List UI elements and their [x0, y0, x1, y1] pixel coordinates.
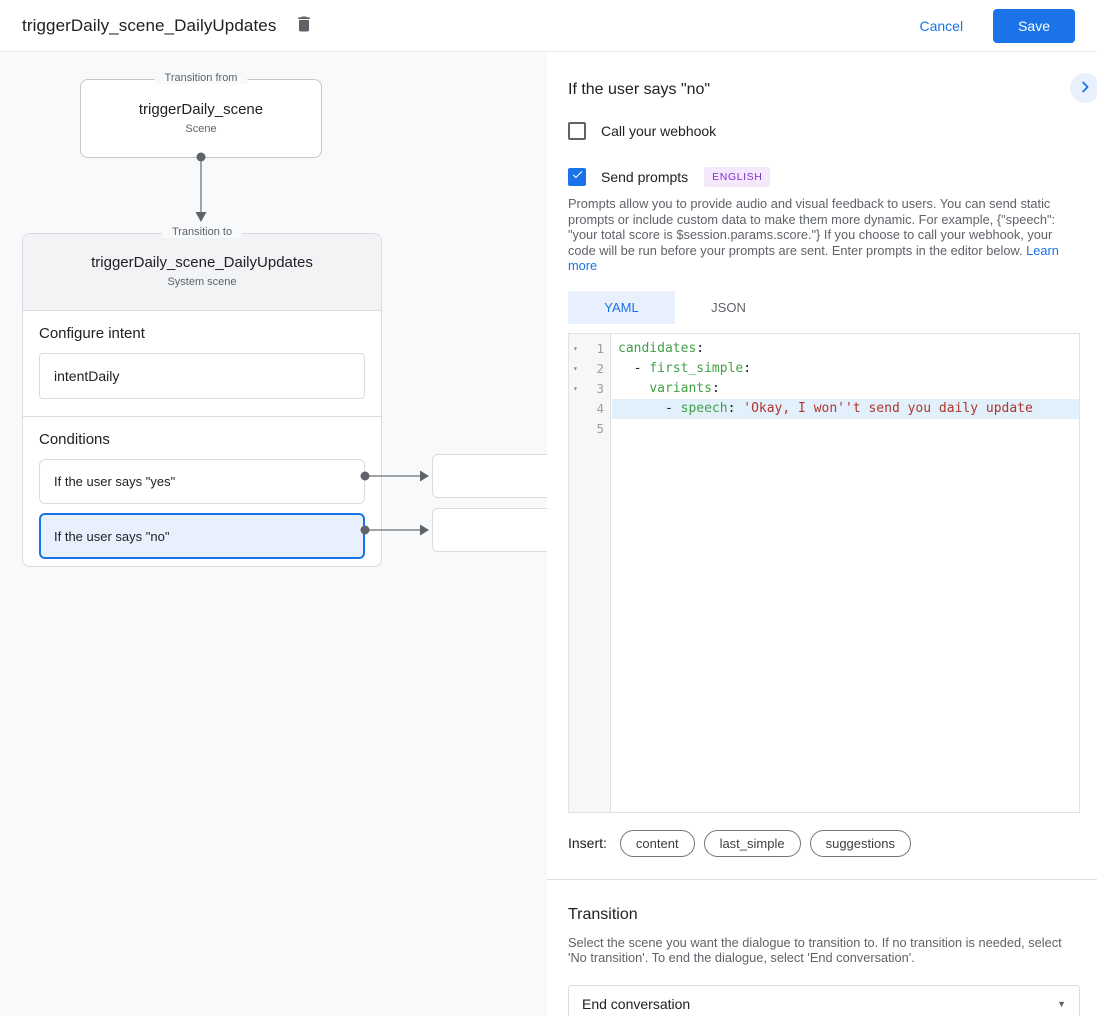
tab-json[interactable]: JSON — [711, 299, 746, 315]
conditions-section: Conditions If the user says "yes" If the… — [23, 417, 381, 559]
tab-yaml[interactable]: YAML — [568, 290, 675, 324]
yaml-punct: : — [696, 340, 705, 356]
yaml-punct: : — [727, 400, 744, 416]
delete-button[interactable] — [294, 14, 314, 37]
checkmark-icon — [571, 168, 584, 186]
cancel-button[interactable]: Cancel — [919, 17, 964, 34]
condition-item-yes[interactable]: If the user says "yes" — [39, 459, 365, 504]
learn-more-link[interactable]: Learn more — [568, 242, 1059, 274]
transition-select[interactable]: End conversation ▼ — [568, 984, 1080, 1016]
code-line: ▾ 1 candidates: — [569, 339, 1079, 359]
conditions-heading: Conditions — [39, 431, 110, 448]
code-line: 5 — [569, 419, 1079, 439]
top-bar: triggerDaily_scene_DailyUpdates Cancel S… — [0, 0, 1097, 52]
fold-arrow-icon[interactable]: ▾ — [573, 343, 578, 353]
intent-value: intentDaily — [54, 368, 120, 384]
to-scene-type: System scene — [167, 276, 237, 288]
panel-title: If the user says "no" — [568, 81, 711, 98]
condition-detail-panel: If the user says "no" Call your webhook … — [547, 52, 1097, 1016]
line-number: 1 — [596, 340, 604, 356]
insert-chip-suggestions[interactable]: suggestions — [809, 829, 911, 857]
configure-intent-section: Configure intent intentDaily — [23, 311, 381, 417]
code-line: ▾ 3 variants: — [569, 379, 1079, 399]
line-number: 4 — [596, 400, 604, 416]
insert-chip-last-simple[interactable]: last_simple — [703, 829, 801, 857]
line-number: 3 — [596, 380, 604, 396]
yaml-key: speech — [680, 400, 728, 416]
prompts-description-text: Prompts allow you to provide audio and v… — [568, 196, 1056, 258]
intent-field[interactable]: intentDaily — [39, 353, 365, 399]
yaml-key: first_simple — [649, 360, 744, 376]
save-button[interactable]: Save — [993, 8, 1075, 43]
line-number: 5 — [596, 420, 604, 436]
condition-label: If the user says "yes" — [54, 474, 176, 489]
yaml-key: candidates — [618, 340, 697, 356]
transition-to-label: Transition to — [161, 226, 243, 238]
yaml-string: 'Okay, I won''t send you daily update — [743, 400, 1033, 416]
send-prompts-checkbox[interactable] — [568, 168, 586, 186]
editor-gutter — [569, 333, 611, 812]
configure-intent-heading: Configure intent — [39, 325, 145, 342]
trash-icon — [294, 14, 314, 37]
section-divider — [547, 878, 1097, 880]
insert-row: Insert: content last_simple suggestions — [568, 829, 1080, 857]
condition-label: If the user says "no" — [54, 528, 170, 544]
yaml-indent: - — [618, 360, 650, 376]
line-number: 2 — [596, 360, 604, 376]
fold-arrow-icon[interactable]: ▾ — [573, 363, 578, 373]
fold-arrow-icon[interactable]: ▾ — [573, 383, 578, 393]
send-prompts-row: Send prompts ENGLISH — [568, 167, 1080, 187]
yaml-punct: : — [711, 380, 720, 396]
from-scene-name: triggerDaily_scene — [138, 101, 264, 118]
yaml-punct: : — [743, 360, 752, 376]
code-line-active: 4 - speech: 'Okay, I won''t send you dai… — [569, 398, 1079, 419]
insert-chip-content[interactable]: content — [619, 829, 695, 857]
transition-from-label: Transition from — [154, 72, 248, 84]
condition-item-no[interactable]: If the user says "no" — [39, 513, 365, 559]
page-title: triggerDaily_scene_DailyUpdates — [22, 15, 277, 35]
call-webhook-checkbox[interactable] — [568, 122, 586, 140]
from-scene-type: Scene — [185, 123, 217, 135]
transition-to-node: Transition to triggerDaily_scene_DailyUp… — [22, 226, 382, 567]
editor-lines: ▾ 1 candidates: ▾ 2 - first_simple: ▾ 3 var… — [569, 334, 1079, 439]
collapse-panel-button[interactable] — [1070, 73, 1097, 103]
insert-label: Insert: — [568, 835, 607, 851]
yaml-code-editor[interactable]: ▾ 1 candidates: ▾ 2 - first_simple: ▾ 3 var… — [568, 332, 1080, 813]
yaml-key: variants — [649, 380, 712, 396]
chevron-right-icon — [1076, 78, 1094, 99]
transition-description: Select the scene you want the dialogue t… — [568, 934, 1062, 966]
editor-format-tabs: YAML JSON — [568, 290, 1080, 324]
connector-from-to — [195, 152, 207, 222]
transition-select-value: End conversation — [582, 995, 691, 1012]
call-webhook-row: Call your webhook — [568, 122, 1080, 140]
send-prompts-label: Send prompts — [601, 169, 689, 185]
yaml-indent: - — [618, 400, 681, 416]
transition-target-box[interactable] — [432, 454, 547, 498]
scene-diagram-canvas: Transition from triggerDaily_scene Scene… — [0, 52, 547, 1016]
transition-target-box[interactable] — [432, 508, 547, 552]
dropdown-caret-icon: ▼ — [1057, 998, 1066, 1009]
to-scene-name: triggerDaily_scene_DailyUpdates — [91, 254, 313, 271]
yaml-indent — [618, 381, 649, 396]
transition-heading: Transition — [568, 905, 638, 923]
code-line: ▾ 2 - first_simple: — [569, 359, 1079, 379]
transition-from-node[interactable]: Transition from triggerDaily_scene Scene — [80, 72, 322, 158]
call-webhook-label: Call your webhook — [601, 123, 717, 139]
language-badge: ENGLISH — [704, 167, 771, 187]
transition-to-header[interactable]: triggerDaily_scene_DailyUpdates System s… — [23, 234, 381, 311]
prompts-description: Prompts allow you to provide audio and v… — [568, 196, 1080, 274]
